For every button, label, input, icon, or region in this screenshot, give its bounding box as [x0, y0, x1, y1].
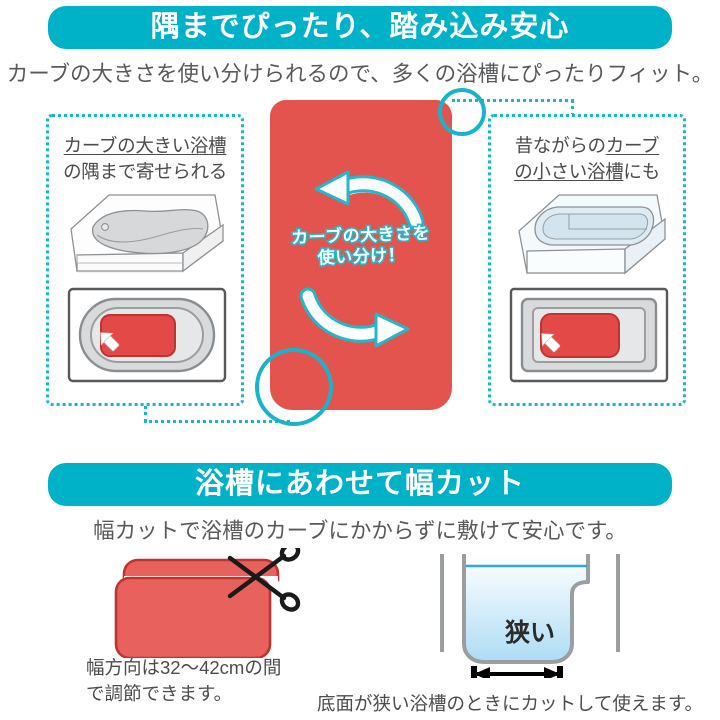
panel-right-title-underline1: カーブ	[605, 135, 660, 156]
connector-line-right-vertical	[571, 99, 574, 117]
mat-cutting-illustration	[114, 548, 301, 658]
square-bathtub-3d-icon	[518, 194, 666, 275]
width-dimension-arrow	[471, 666, 563, 678]
highlight-circle-bottom-left	[255, 348, 333, 426]
section-lead-bottom: 幅カットで浴槽のカーブにかからずに敷けて安心です。	[93, 519, 627, 543]
caption-width-adjust-line1: 幅方向は32〜42cmの間	[86, 657, 282, 678]
curve-swap-arrows-icon	[299, 170, 425, 348]
panel-large-curve-bathtub: カーブの大きい浴槽 の隅まで寄せられる	[46, 114, 244, 406]
connector-line-right-horizontal	[452, 99, 574, 102]
bathtub-cross-section-illustration	[440, 554, 620, 678]
connector-line-left-vertical	[144, 405, 147, 423]
center-mat-label-line2: 使い分け！	[316, 244, 407, 269]
panel-right-title-underline2: の小さい浴槽	[514, 161, 624, 182]
caption-width-adjust-line2: で調節できます。	[86, 683, 233, 704]
caption-width-adjust: 幅方向は32〜42cmの間 で調節できます。	[86, 655, 316, 707]
rounded-bathtub-3d-icon	[70, 194, 224, 273]
narrow-label: 狭い	[504, 619, 555, 647]
scissors-icon	[227, 548, 301, 612]
caption-narrow-bathtub: 底面が狭い浴槽のときにカットして使えます。	[316, 693, 704, 714]
section-lead-top: カーブの大きさを使い分けられるので、多くの浴槽にぴったりフィット。	[6, 62, 714, 86]
center-mat-label-line1: カーブの大きさを	[289, 222, 432, 249]
panel-right-title: 昔ながらのカーブ の小さい浴槽にも	[491, 133, 683, 185]
panel-left-title-line2: の隅まで寄せられる	[63, 161, 227, 182]
panel-right-title-plain1: 昔ながらの	[514, 135, 606, 156]
center-mat-label: カーブの大きさを 使い分け！	[269, 222, 452, 270]
square-bathtub-topview-icon	[509, 287, 669, 383]
panel-small-curve-bathtub: 昔ながらのカーブ の小さい浴槽にも	[488, 114, 686, 406]
connector-line-left-horizontal	[144, 420, 290, 423]
panel-left-title-line1: カーブの大きい浴槽	[63, 135, 227, 156]
section-header-bottom: 浴槽にあわせて幅カット	[48, 463, 672, 506]
highlight-circle-top-right	[438, 88, 486, 136]
panel-right-title-plain2: にも	[623, 161, 660, 182]
section-header-top: 隅までぴったり、踏み込み安心	[48, 6, 672, 49]
rounded-bathtub-topview-icon	[67, 287, 227, 383]
panel-left-title: カーブの大きい浴槽 の隅まで寄せられる	[49, 133, 241, 185]
